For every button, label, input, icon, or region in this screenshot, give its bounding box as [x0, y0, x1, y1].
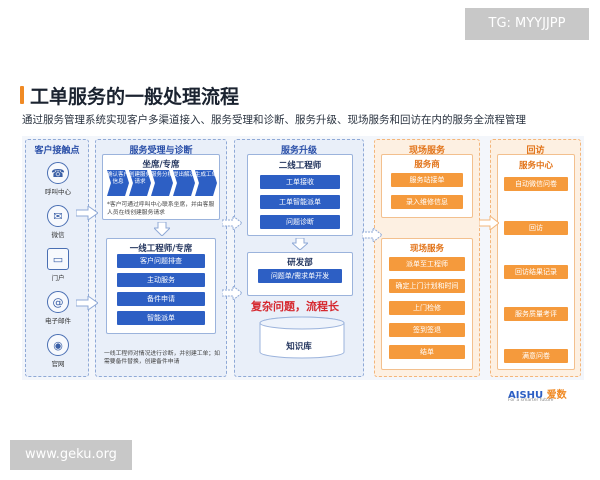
channel-call-center: ☎ 呼叫中心	[40, 162, 76, 196]
aishu-logo: AISHU 爱数	[508, 390, 567, 401]
dashed-right-arrow-icon	[222, 216, 242, 230]
knowledge-base-label: 知识库	[286, 342, 312, 352]
chip-revisit: 回访	[504, 221, 568, 235]
process-diagram: 客户接触点 ☎ 呼叫中心 ✉ 微信 ▭ 门户 @ 电子邮件 ◉ 官网	[22, 136, 584, 380]
mail-icon: @	[47, 291, 69, 313]
chip-check-in-out: 签到签退	[389, 323, 465, 337]
l2-panel: 二线工程师 工单接收 工单智能派单 问题诊断	[247, 154, 353, 236]
l2-panel-title: 二线工程师	[278, 161, 322, 171]
right-arrow-icon	[76, 296, 98, 310]
engineer-panel: 一线工程师/专席 客户问题排查 主动服务 备件申请 智能派单	[106, 238, 216, 334]
channel-label: 官网	[51, 360, 65, 368]
channel-label: 电子邮件	[45, 317, 71, 325]
step-propose-solution: 提出解决	[173, 170, 195, 196]
rd-panel-title: 研发部	[287, 258, 313, 268]
channel-email: @ 电子邮件	[40, 291, 76, 325]
chip-ticket-smart-dispatch: 工单智能派单	[260, 195, 340, 209]
slide-subtitle: 通过服务管理系统实现客户多渠道接入、服务受理和诊断、服务升级、现场服务和回访在内…	[22, 114, 526, 126]
seat-panel-note: *客户可通过呼叫中心联系坐席，并由客服人员在线创建服务请求	[107, 202, 215, 216]
step-generate-ticket: 生成工单	[195, 170, 217, 196]
watermark-bottom: www.geku.org	[10, 440, 132, 470]
column-head-onsite: 现场服务	[408, 146, 445, 156]
wechat-icon: ✉	[47, 205, 69, 227]
seat-panel-title: 坐席/专席	[142, 160, 180, 170]
channel-label: 呼叫中心	[45, 188, 71, 196]
chip-satisfaction-survey: 满意问卷	[504, 349, 568, 363]
right-arrow-icon	[479, 216, 499, 230]
rd-panel: 研发部 问题单/需求单开发	[247, 252, 353, 296]
column-head-escalation: 服务升级	[280, 146, 317, 156]
right-arrow-icon	[76, 206, 98, 220]
chip-smart-dispatch: 智能派单	[117, 311, 205, 325]
down-arrow-icon	[154, 222, 170, 236]
chip-proactive-service: 主动服务	[117, 273, 205, 287]
column-onsite: 现场服务 服务商 服务站接单 录入维修信息 现场服务 派单至工程师 确定上门计划…	[374, 139, 480, 377]
headset-icon: ☎	[47, 162, 69, 184]
chip-onsite-repair: 上门检修	[389, 301, 465, 315]
chip-parts-request: 备件申请	[117, 292, 205, 306]
engineer-panel-title: 一线工程师/专席	[129, 244, 193, 254]
chip-issue-dev: 问题单/需求单开发	[258, 269, 342, 283]
chip-dispatch-engineer: 派单至工程师	[389, 257, 465, 271]
step-service-analysis: 服务分析	[151, 170, 173, 196]
slide-title: 工单服务的一般处理流程	[30, 86, 240, 108]
service-center-title: 服务中心	[518, 161, 553, 171]
column-head-touchpoints: 客户接触点	[34, 146, 80, 156]
dashed-right-arrow-icon	[362, 228, 382, 242]
down-arrow-icon	[292, 238, 308, 250]
step-create-request: 创建服务请求	[129, 170, 151, 196]
channel-label: 门户	[51, 274, 65, 282]
channel-portal: ▭ 门户	[40, 248, 76, 282]
onsite-panel: 现场服务 派单至工程师 确定上门计划和时间 上门检修 签到签退 结单	[381, 238, 473, 370]
onsite-panel-title: 现场服务	[409, 244, 444, 254]
knowledge-base-cylinder	[259, 316, 345, 359]
website-icon: ◉	[47, 334, 69, 356]
chip-problem-diagnosis: 问题诊断	[260, 215, 340, 229]
step-confirm-customer: 确认客户信息	[107, 170, 129, 196]
chip-auto-wechat-survey: 自动微信问卷	[504, 177, 568, 191]
column-revisit: 回访 服务中心 自动微信问卷 回访 回访结果记录 服务质量考评 满意问卷	[490, 139, 581, 377]
provider-panel: 服务商 服务站接单 录入维修信息	[381, 154, 473, 218]
chip-visit-plan: 确定上门计划和时间	[389, 279, 465, 293]
column-escalation: 服务升级 二线工程师 工单接收 工单智能派单 问题诊断 研发部 问题单/需求单开…	[234, 139, 364, 377]
slide: 工单服务的一般处理流程 通过服务管理系统实现客户多渠道接入、服务受理和诊断、服务…	[18, 74, 588, 420]
chip-ticket-receive: 工单接收	[260, 175, 340, 189]
channel-label: 微信	[51, 231, 65, 239]
watermark-top: TG: MYYJJPP	[465, 8, 589, 40]
chip-revisit-record: 回访结果记录	[504, 265, 568, 279]
chip-station-accept: 服务站接单	[391, 173, 463, 187]
logo-tagline: For a smarter future	[508, 398, 554, 403]
portal-icon: ▭	[47, 248, 69, 270]
accept-bottom-note: 一线工程师对情况进行诊断，并创建工单；如需要备件替换，创建备件申请	[104, 351, 220, 365]
column-accept-diagnose: 服务受理与诊断 坐席/专席 确认客户信息 创建服务请求 服务分析 提出解决 生成…	[95, 139, 227, 377]
column-head-accept: 服务受理与诊断	[129, 146, 193, 156]
channel-website: ◉ 官网	[40, 334, 76, 368]
chip-troubleshoot: 客户问题排查	[117, 254, 205, 268]
chip-close-ticket: 结单	[389, 345, 465, 359]
title-accent-bar	[20, 86, 24, 104]
provider-panel-title: 服务商	[414, 160, 440, 170]
seat-panel: 坐席/专席 确认客户信息 创建服务请求 服务分析 提出解决 生成工单 *客户可通…	[102, 154, 220, 220]
channel-wechat: ✉ 微信	[40, 205, 76, 239]
column-head-revisit: 回访	[526, 146, 545, 156]
dashed-right-arrow-icon	[222, 286, 242, 300]
chip-repair-info: 录入维修信息	[391, 195, 463, 209]
chip-quality-evaluation: 服务质量考评	[504, 307, 568, 321]
column-touchpoints: 客户接触点 ☎ 呼叫中心 ✉ 微信 ▭ 门户 @ 电子邮件 ◉ 官网	[25, 139, 89, 377]
service-center-panel: 服务中心 自动微信问卷 回访 回访结果记录 服务质量考评 满意问卷	[497, 154, 575, 370]
complex-issue-highlight: 复杂问题，流程长	[251, 300, 339, 313]
